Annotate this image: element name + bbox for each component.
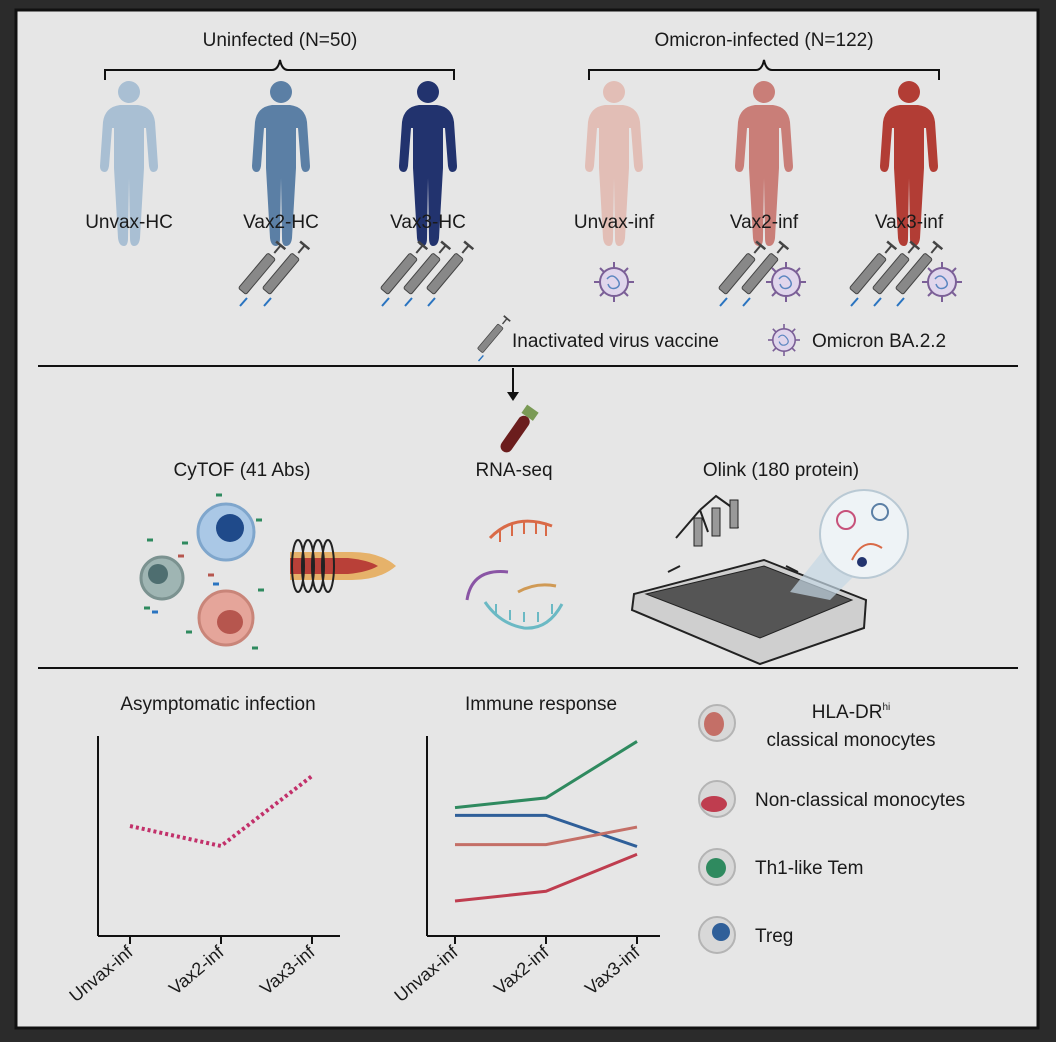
group-label-unvax-inf: Unvax-inf: [574, 212, 655, 233]
uninfected-brace: [104, 59, 455, 80]
legend-th1-swatch: [706, 858, 726, 878]
group-label-vax3-inf: Vax3-inf: [875, 212, 944, 233]
legend-hla-dr-swatch: [704, 712, 724, 736]
legend-th1-label: Th1-like Tem: [755, 858, 863, 879]
method-rnaseq-label: RNA-seq: [475, 460, 552, 481]
virus-icon: [593, 261, 635, 303]
olink-plate-illustration: [630, 489, 909, 666]
flow-arrow-head: [507, 392, 519, 401]
cytof-cells-illustration: [139, 493, 264, 650]
series-line-0: [454, 740, 638, 810]
chart-asymptomatic-axes: [97, 736, 340, 937]
virus-icon: [765, 261, 807, 303]
legend-nonclassical-swatch: [701, 796, 727, 812]
legend-hla-dr-label-2: classical monocytes: [767, 730, 936, 751]
method-cytof-label: CyTOF (41 Abs): [174, 460, 311, 481]
legend-th1: Th1-like Tem: [698, 848, 863, 886]
blood-tube-icon: [500, 404, 539, 453]
rna-strands-illustration: [465, 519, 564, 630]
legend-vaccine-label: Inactivated virus vaccine: [512, 331, 719, 352]
infected-brace: [588, 59, 940, 80]
legend-virus-label: Omicron BA.2.2: [812, 331, 946, 352]
chart-asymptomatic-title: Asymptomatic infection: [120, 694, 315, 715]
series-line-2: [455, 825, 638, 847]
legend-nonclassical: Non-classical monocytes: [698, 780, 965, 818]
group-label-unvax-hc: Unvax-HC: [85, 212, 173, 233]
legend-treg-label: Treg: [755, 926, 793, 947]
group-label-vax2-inf: Vax2-inf: [730, 212, 799, 233]
series-line-0: [129, 774, 314, 849]
chart-immune-axes: [426, 736, 660, 937]
series-line-1: [455, 813, 638, 848]
chart-immune-title: Immune response: [465, 694, 617, 715]
uninfected-label: Uninfected (N=50): [203, 30, 358, 51]
series-line-3: [454, 852, 638, 903]
virus-icon: [921, 261, 963, 303]
legend-hla-dr-label: HLA-DRhi: [812, 702, 891, 723]
legend-treg: Treg: [698, 916, 793, 954]
group-label-vax2-hc: Vax2-HC: [243, 212, 319, 233]
group-label-vax3-hc: Vax3-HC: [390, 212, 466, 233]
legend-nonclassical-label: Non-classical monocytes: [755, 790, 965, 811]
method-olink-label: Olink (180 protein): [703, 460, 859, 481]
legend-treg-swatch: [712, 923, 730, 941]
infected-label: Omicron-infected (N=122): [654, 30, 873, 51]
legend-hla-dr: HLA-DRhi classical monocytes: [698, 702, 936, 751]
cytof-torch-illustration: [290, 539, 396, 593]
